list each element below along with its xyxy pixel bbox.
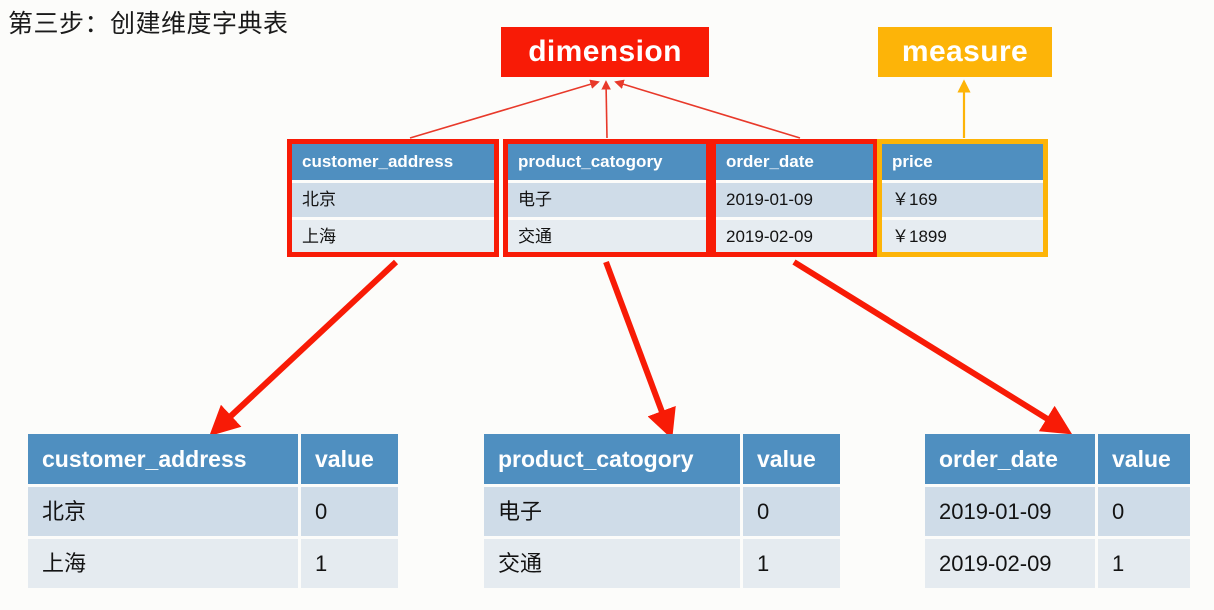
dict-key-cell: 电子 xyxy=(484,487,740,536)
fact-cell: 2019-02-09 xyxy=(716,220,874,254)
product-catogory-dictionary-table: product_catogory value 电子 0 交通 1 xyxy=(484,434,840,588)
dict-key-cell: 2019-01-09 xyxy=(925,487,1095,536)
arrow-order-date-to-dictionary xyxy=(792,259,1073,435)
dimension-tag-label: dimension xyxy=(528,35,682,68)
dict-value-cell: 1 xyxy=(301,539,398,588)
dict-value-cell: 0 xyxy=(743,487,840,536)
dict-key-cell: 交通 xyxy=(484,539,740,588)
fact-cell: 上海 xyxy=(292,220,495,254)
connector-product-catogory-to-dimension xyxy=(601,80,611,139)
table-row: 2019-02-09 1 xyxy=(925,539,1190,588)
table-row: 上海 1 xyxy=(28,539,398,588)
measure-tag-label: measure xyxy=(901,35,1029,68)
fact-cell: 2019-01-09 xyxy=(716,183,874,217)
dict-key-header: customer_address xyxy=(28,434,298,484)
fact-header-product-catogory: product_catogory xyxy=(508,144,706,180)
fact-cell: ￥1899 xyxy=(882,220,1044,254)
dict-key-cell: 上海 xyxy=(28,539,298,588)
order-date-dictionary-table: order_date value 2019-01-09 0 2019-02-09… xyxy=(925,434,1190,588)
dict-value-cell: 1 xyxy=(1098,539,1190,588)
fact-column-product-catogory: product_catogory 电子 交通 xyxy=(508,144,706,254)
dimension-tag: dimension xyxy=(501,27,709,77)
dict-value-cell: 0 xyxy=(301,487,398,536)
dict-key-header: product_catogory xyxy=(484,434,740,484)
dictionary-connector-group xyxy=(209,259,1073,440)
fact-column-price: price ￥169 ￥1899 xyxy=(882,144,1044,254)
dict-value-cell: 1 xyxy=(743,539,840,588)
fact-header-price: price xyxy=(882,144,1044,180)
arrow-customer-address-to-dictionary xyxy=(209,259,399,437)
table-row: 北京 0 xyxy=(28,487,398,536)
dict-value-header: value xyxy=(301,434,398,484)
fact-cell: 交通 xyxy=(508,220,706,254)
connector-order-date-to-dimension xyxy=(614,79,801,139)
fact-cell: 北京 xyxy=(292,183,495,217)
table-row: 2019-01-09 0 xyxy=(925,487,1190,536)
customer-address-dictionary-table: customer_address value 北京 0 上海 1 xyxy=(28,434,398,588)
page-title: 第三步：创建维度字典表 xyxy=(8,10,289,38)
fact-column-customer-address: customer_address 北京 上海 xyxy=(292,144,495,254)
dict-value-header: value xyxy=(1098,434,1190,484)
fact-header-order-date: order_date xyxy=(716,144,874,180)
dimension-connector-group xyxy=(409,79,801,139)
table-row: 交通 1 xyxy=(484,539,840,588)
fact-cell: ￥169 xyxy=(882,183,1044,217)
fact-column-order-date: order_date 2019-01-09 2019-02-09 xyxy=(716,144,874,254)
measure-tag: measure xyxy=(878,27,1052,77)
dict-key-cell: 北京 xyxy=(28,487,298,536)
table-header-row: order_date value xyxy=(925,434,1190,484)
arrow-product-catogory-to-dictionary xyxy=(603,260,676,440)
connector-customer-address-to-dimension xyxy=(409,79,600,139)
dict-key-header: order_date xyxy=(925,434,1095,484)
table-row: 电子 0 xyxy=(484,487,840,536)
dict-key-cell: 2019-02-09 xyxy=(925,539,1095,588)
fact-cell: 电子 xyxy=(508,183,706,217)
fact-header-customer-address: customer_address xyxy=(292,144,495,180)
table-header-row: customer_address value xyxy=(28,434,398,484)
dict-value-cell: 0 xyxy=(1098,487,1190,536)
dict-value-header: value xyxy=(743,434,840,484)
table-header-row: product_catogory value xyxy=(484,434,840,484)
